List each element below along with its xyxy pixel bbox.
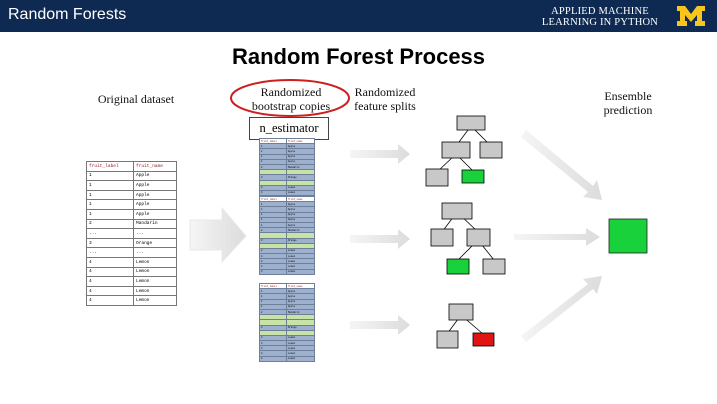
header-title: Random Forests <box>8 6 127 23</box>
ensemble-arrow-2-icon <box>514 228 600 246</box>
header-org-name: APPLIED MACHINE LEARNING IN PYTHON <box>532 6 668 28</box>
org-line-1: APPLIED MACHINE <box>551 6 649 17</box>
split-arrow-3-icon <box>350 315 410 335</box>
ensemble-label-line-1: Ensemble <box>604 89 652 103</box>
cell-fruit-name: Lemon <box>133 295 177 306</box>
org-line-2: LEARNING IN PYTHON <box>541 17 659 28</box>
ensemble-label-line-2: prediction <box>603 103 653 117</box>
ensemble-arrow-1-icon <box>521 130 602 200</box>
n-estimator-box: n_estimator <box>249 117 329 140</box>
cell-fruit-name: Lemon <box>286 268 315 275</box>
slide-header: Random Forests APPLIED MACHINE LEARNING … <box>0 0 717 32</box>
original-dataset-label: Original dataset <box>97 92 175 106</box>
slide-title: Random Forest Process <box>231 44 486 69</box>
decision-tree-3 <box>436 303 495 349</box>
feature-splits-label-line-1: Randomized <box>354 85 416 99</box>
ensemble-arrow-3-icon <box>521 276 602 342</box>
feature-splits-label-line-2: feature splits <box>354 99 416 113</box>
decision-tree-1 <box>425 115 503 187</box>
big-arrow-icon <box>189 206 247 264</box>
ensemble-label: Ensemble prediction <box>588 89 668 117</box>
cell-fruit-name: Lemon <box>286 355 315 362</box>
ensemble-output-box <box>608 218 648 254</box>
decision-tree-2 <box>430 202 506 275</box>
split-arrow-2-icon <box>350 229 410 249</box>
split-arrow-1-icon <box>350 144 410 164</box>
university-logo-icon <box>677 6 705 26</box>
feature-splits-label: Randomized feature splits <box>347 85 423 113</box>
